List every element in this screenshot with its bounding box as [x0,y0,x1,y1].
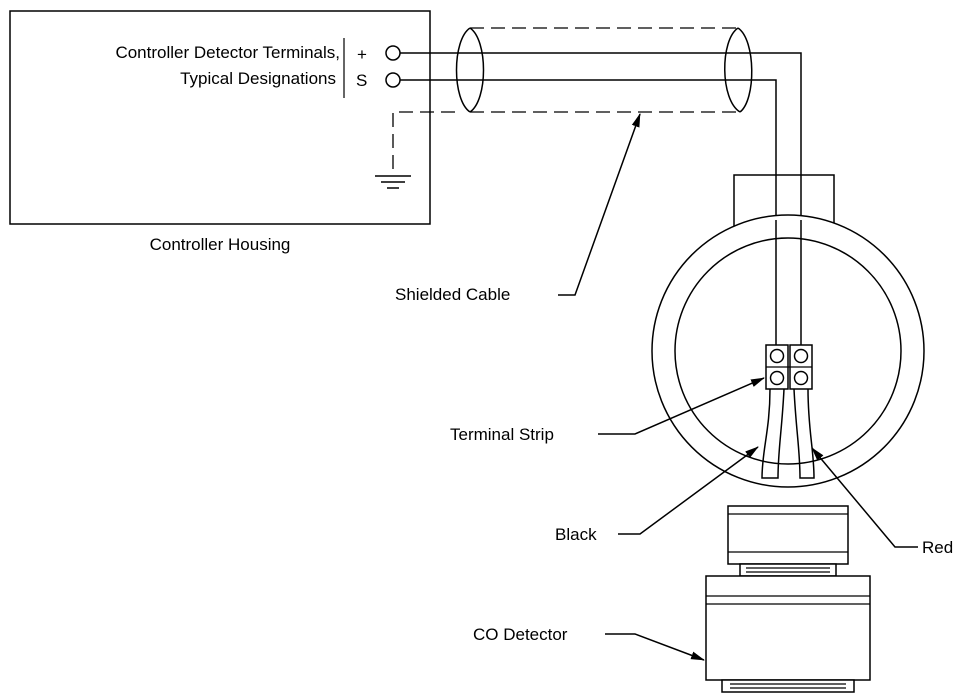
terminal-s-label: S [356,71,367,90]
terminal-strip-label: Terminal Strip [450,425,554,444]
shielded-cable-leader [558,113,641,296]
detector-vent [721,679,855,693]
terminal-strip-leader [598,377,765,435]
lead-red [793,388,815,479]
terminal-screw-1 [769,348,785,364]
black-leader [618,446,759,535]
red-leader [811,447,918,548]
cable-end-left [455,27,471,113]
co-detector-callout: CO Detector [473,625,705,661]
detector-head [705,575,871,681]
controller-housing: Controller Detector Terminals, Typical D… [9,10,431,254]
junction-box-inner [674,237,902,465]
terminals-label-line2: Typical Designations [180,69,336,88]
black-label: Black [555,525,597,544]
terminal-screw-3 [769,370,785,386]
black-callout: Black [555,446,759,544]
shield-drain-wire [392,111,455,176]
terminals-label-line1: Controller Detector Terminals, [115,43,340,62]
controller-housing-box [9,10,431,225]
terminal-s [385,72,401,88]
terminal-strip [765,344,813,390]
ground-connection [375,111,455,189]
co-detector-leader [605,633,705,661]
cable-end-right [724,27,741,113]
terminal-plus [385,45,401,61]
terminal-plus-label: + [357,45,367,64]
shielded-cable-label: Shielded Cable [395,285,510,304]
cable-end-left-inner [469,27,485,113]
shielded-cable-callout: Shielded Cable [395,113,641,304]
terminal-strip-callout: Terminal Strip [450,377,765,444]
detector-thread [739,563,837,577]
detector-collar [727,505,849,565]
terminal-screw-2 [793,348,809,364]
cable-end-right-inner [737,27,753,113]
lead-black [761,388,785,479]
co-detector-body [705,505,871,693]
terminal-screw-4 [793,370,809,386]
red-label: Red [922,538,953,557]
co-detector-label: CO Detector [473,625,568,644]
red-callout: Red [811,447,953,557]
controller-housing-label: Controller Housing [150,235,291,254]
